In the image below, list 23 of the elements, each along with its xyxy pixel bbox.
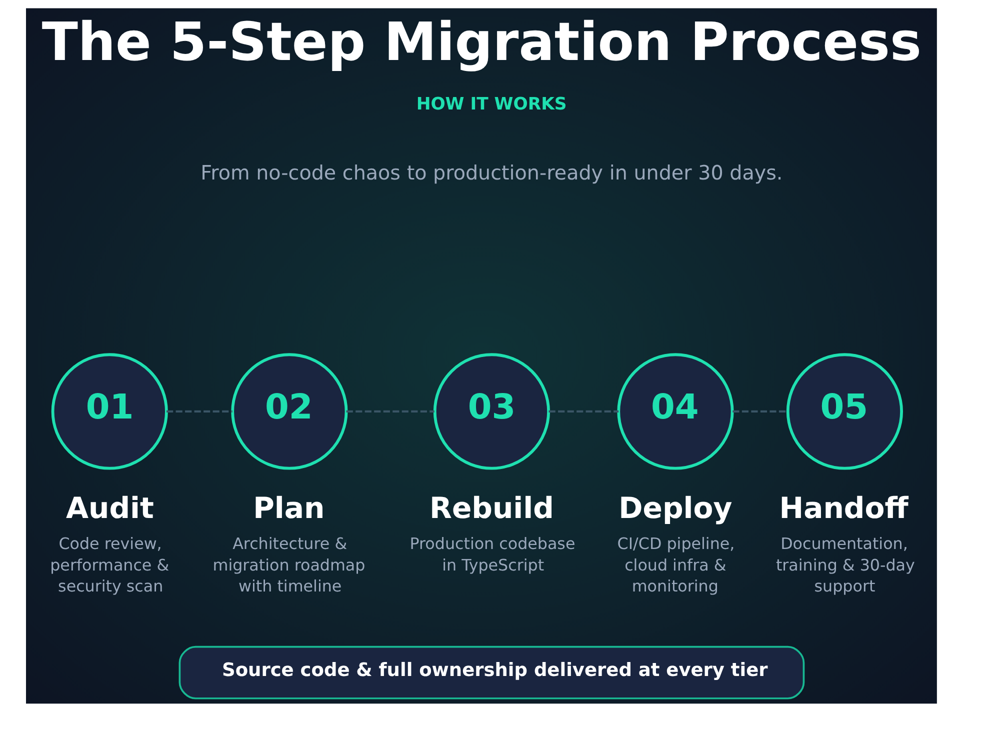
node-label: Rebuild xyxy=(429,491,554,526)
node-label: Production codebase in TypeScript xyxy=(409,534,575,574)
node-label: Deploy xyxy=(618,491,732,526)
node-circle: 04 xyxy=(616,353,734,470)
connector xyxy=(548,410,618,413)
node-circle: 03 xyxy=(432,353,550,470)
connector xyxy=(732,410,788,413)
node-box: Source code & full ownership delivered at every tier xyxy=(178,646,804,700)
node-label: Architecture & migration roadmap with timeline xyxy=(212,534,365,596)
node-label: Audit xyxy=(65,491,154,526)
label: From no-code chaos to production-ready in under 30 days. xyxy=(200,161,782,184)
node-label: Plan xyxy=(252,491,324,526)
node-circle: 05 xyxy=(786,353,903,470)
diagram-title: The 5-Step Migration Process xyxy=(41,12,921,73)
connector xyxy=(166,410,232,413)
node-label: Code review, performance & security scan xyxy=(50,534,169,596)
node-label: Handoff xyxy=(778,491,908,526)
connector xyxy=(346,410,434,413)
node-label: CI/CD pipeline, cloud infra & monitoring xyxy=(616,534,734,596)
node-circle: 02 xyxy=(230,353,348,470)
node-label: Documentation, training & 30-day support xyxy=(775,534,914,596)
node-circle: 01 xyxy=(50,353,168,470)
label: HOW IT WORKS xyxy=(416,94,566,114)
